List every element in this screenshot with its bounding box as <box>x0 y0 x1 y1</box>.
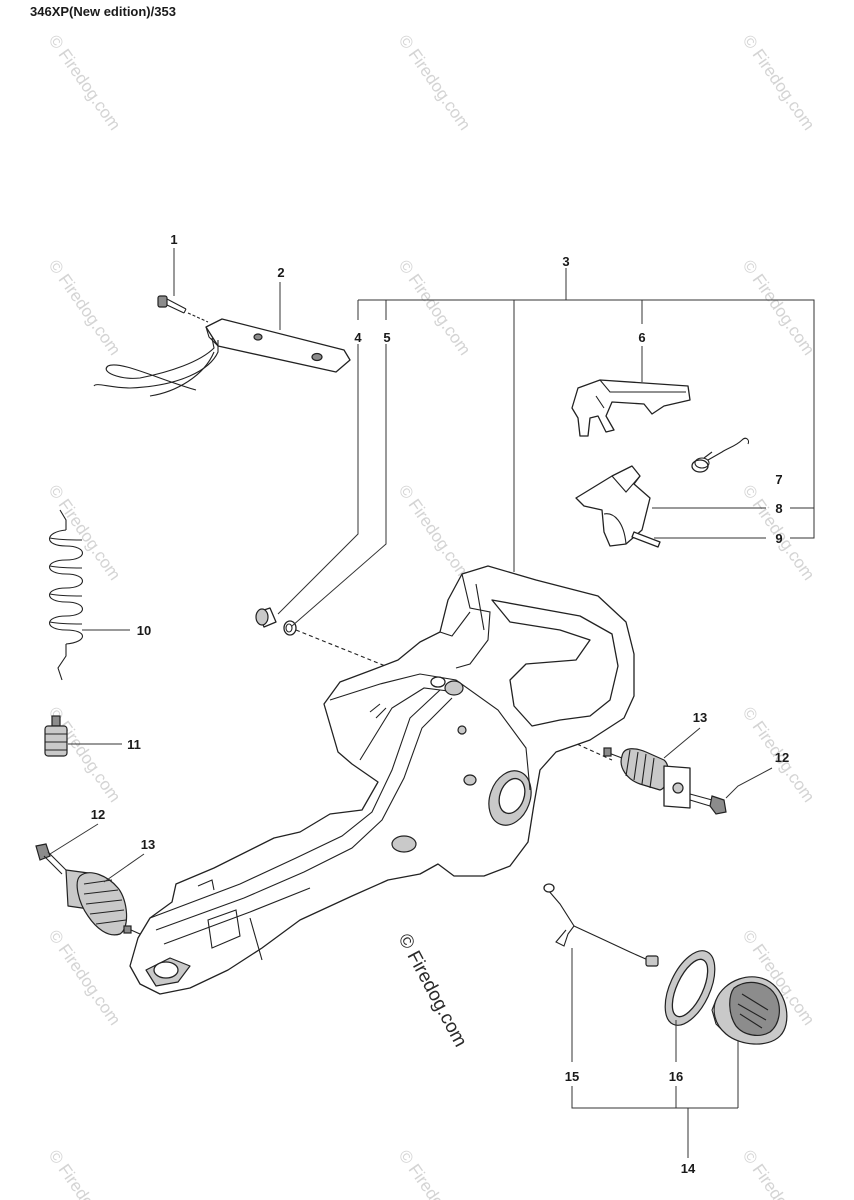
watermark-group: © Firedog.com © Firedog.com © Firedog.co… <box>45 31 819 1200</box>
part-bushing-4 <box>255 607 277 628</box>
callout-2: 2 <box>277 265 284 280</box>
part-screw-12-right <box>689 793 727 815</box>
page-title: 346XP(New edition)/353 <box>30 4 176 19</box>
callout-10: 10 <box>137 623 151 638</box>
watermark: © Firedog.com <box>45 1146 125 1200</box>
center-watermark: © Firedog.com <box>394 930 471 1050</box>
part-screw-12-left <box>35 843 67 875</box>
leader-lines <box>49 248 815 1158</box>
part-bracket-2 <box>93 318 351 397</box>
part-gasket-16 <box>664 950 716 1026</box>
watermark: © Firedog.com <box>45 926 125 1028</box>
watermark: © Firedog.com <box>739 31 819 133</box>
callout-6: 6 <box>638 330 645 345</box>
callout-9: 9 <box>775 531 782 546</box>
part-fuel-cap-14 <box>711 976 788 1045</box>
part-bushing-5 <box>283 620 297 636</box>
callout-5: 5 <box>383 330 390 345</box>
callout-labels: 1 2 3 4 5 6 7 8 9 10 11 12 13 12 13 15 1… <box>91 232 789 1176</box>
part-av-element-13-right <box>603 747 691 809</box>
part-spring-7 <box>691 437 750 473</box>
part-throttle-lockout-6 <box>571 379 691 437</box>
watermark: © Firedog.com <box>395 256 475 358</box>
watermark: © Firedog.com <box>395 31 475 133</box>
watermark: © Firedog.com <box>395 1146 475 1200</box>
callout-12-left: 12 <box>91 807 105 822</box>
callout-13-left: 13 <box>141 837 155 852</box>
part-fuel-hose-10 <box>48 509 84 681</box>
callout-13-right: 13 <box>693 710 707 725</box>
callout-4: 4 <box>354 330 362 345</box>
part-screw-1 <box>157 295 209 323</box>
callout-3: 3 <box>562 254 569 269</box>
callout-12-right: 12 <box>775 750 789 765</box>
watermark: © Firedog.com <box>45 256 125 358</box>
part-fuel-filter-11 <box>44 715 68 757</box>
part-rear-handle-housing-3 <box>129 565 635 995</box>
watermark: © Firedog.com <box>739 256 819 358</box>
part-fuel-pickup-15 <box>543 883 659 967</box>
watermark: © Firedog.com <box>45 31 125 133</box>
callout-15: 15 <box>565 1069 579 1084</box>
callout-11: 11 <box>127 737 141 752</box>
part-pin-9 <box>631 531 661 548</box>
callout-7: 7 <box>775 472 782 487</box>
part-av-element-13-left <box>65 869 141 936</box>
callout-1: 1 <box>170 232 177 247</box>
callout-16: 16 <box>669 1069 683 1084</box>
watermark: © Firedog.com <box>739 1146 819 1200</box>
callout-8: 8 <box>775 501 782 516</box>
watermark: © Firedog.com <box>45 481 125 583</box>
callout-14: 14 <box>681 1161 696 1176</box>
part-trigger-8 <box>575 465 651 547</box>
watermark: © Firedog.com <box>395 481 475 583</box>
